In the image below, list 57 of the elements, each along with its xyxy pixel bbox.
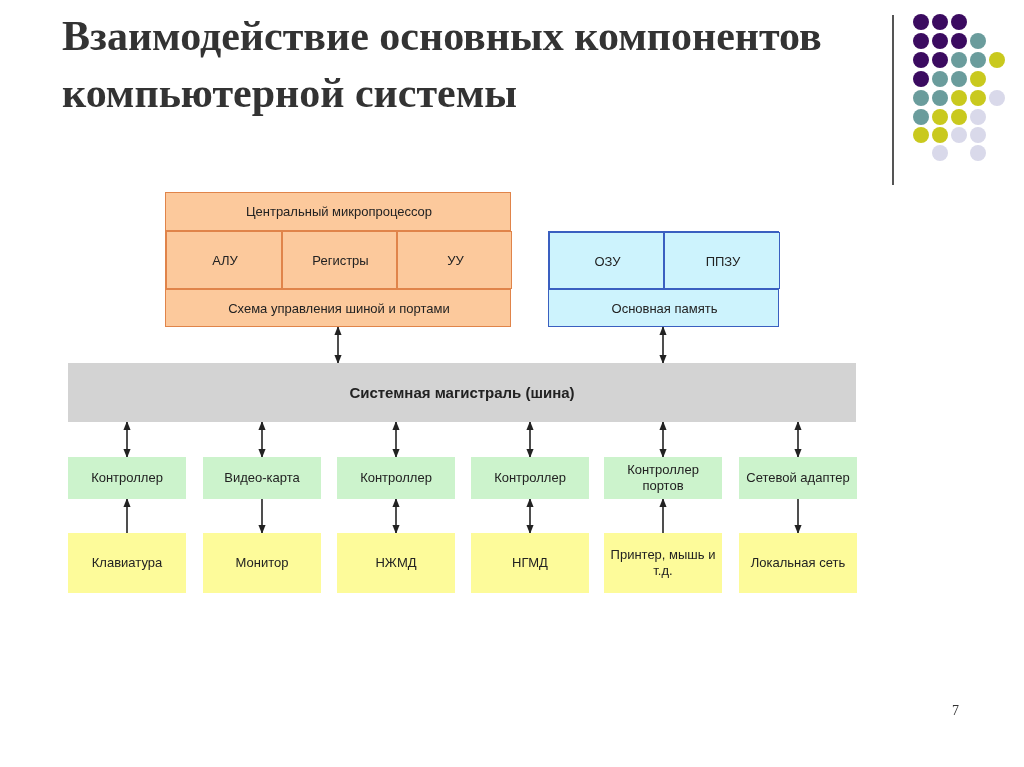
- node-label: АЛУ: [211, 252, 239, 271]
- page-number: 7: [952, 703, 959, 719]
- processor-unit: [166, 231, 282, 289]
- arrow: [258, 498, 266, 534]
- device-box: [203, 533, 321, 593]
- node-label: Контроллер: [359, 469, 433, 488]
- controller-box: [739, 457, 857, 499]
- arrow: [659, 326, 667, 364]
- controller-box: [471, 457, 589, 499]
- node-label: Контроллер: [493, 469, 567, 488]
- node-label: Видео-карта: [223, 469, 301, 488]
- node-label: Сетевой адаптер: [745, 469, 851, 488]
- system-bus-band: [68, 363, 856, 422]
- device-box: [604, 533, 722, 593]
- arrow: [526, 421, 534, 458]
- arrow: [794, 421, 802, 458]
- node-label: Регистры: [311, 252, 370, 271]
- device-box: [337, 533, 455, 593]
- arrow: [659, 421, 667, 458]
- controller-box: [337, 457, 455, 499]
- processor-unit: [397, 231, 512, 289]
- block-heading: Центральный микропроцессор: [244, 203, 434, 222]
- arrow: [794, 498, 802, 534]
- node-label: ОЗУ: [593, 252, 622, 271]
- controller-box: [604, 457, 722, 499]
- arrow: [526, 498, 534, 534]
- processor-block: [165, 192, 511, 327]
- node-label: Локальная сеть: [749, 554, 847, 573]
- node-label: НЖМД: [374, 554, 418, 573]
- node-label: УУ: [446, 252, 465, 271]
- block-heading: Основная память: [610, 299, 719, 318]
- arrow: [123, 498, 131, 534]
- arrow: [123, 421, 131, 458]
- memory-block: [548, 231, 779, 327]
- arrow: [258, 421, 266, 458]
- controller-box: [203, 457, 321, 499]
- device-box: [68, 533, 186, 593]
- processor-unit: [282, 231, 397, 289]
- controller-box: [68, 457, 186, 499]
- node-label: Контроллер портов: [626, 461, 700, 495]
- device-box: [471, 533, 589, 593]
- bus-label: Системная магистраль (шина): [348, 382, 576, 403]
- node-label: ППЗУ: [704, 252, 742, 271]
- arrow: [392, 498, 400, 534]
- memory-unit: [549, 232, 664, 289]
- arrow: [659, 498, 667, 534]
- slide-title: Взаимодействие основных компонентов компьютерной системы: [62, 12, 823, 118]
- node-label: Принтер, мышь и т.д.: [609, 546, 717, 580]
- arrow: [392, 421, 400, 458]
- block-heading: Схема управления шиной и портами: [227, 299, 451, 318]
- node-label: Клавиатура: [90, 554, 164, 573]
- node-label: НГМД: [511, 554, 549, 573]
- node-label: Контроллер: [90, 469, 164, 488]
- arrow: [334, 326, 342, 364]
- memory-unit: [664, 232, 780, 289]
- node-label: Монитор: [234, 554, 290, 573]
- device-box: [739, 533, 857, 593]
